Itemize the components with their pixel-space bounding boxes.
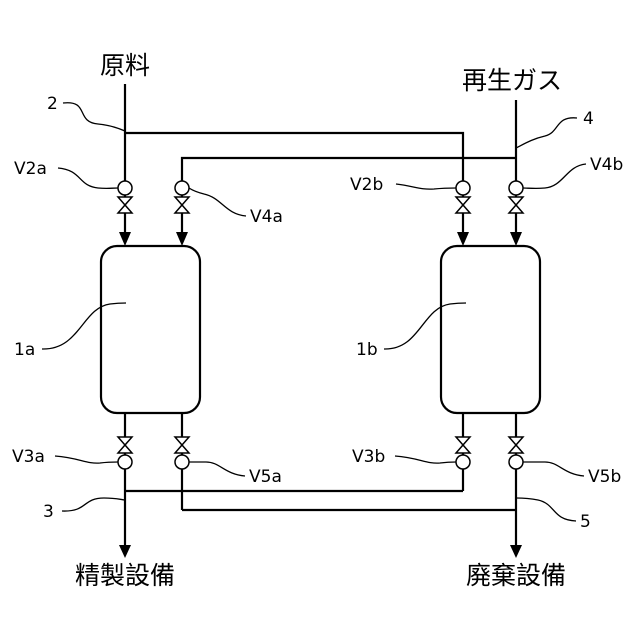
valve-v5b-icon	[509, 437, 523, 469]
leader-v2b	[396, 184, 456, 189]
valve-v4b-label: V4b	[590, 155, 623, 175]
arrow-to-disposal	[510, 545, 522, 558]
arrow-into-1b-feed	[457, 232, 469, 246]
leader-v3a	[55, 456, 118, 463]
disposal-label: 廃棄設備	[466, 561, 566, 590]
valve-v4a-icon	[175, 181, 189, 213]
leader-3	[62, 498, 125, 511]
vessel-1b	[441, 246, 540, 413]
valve-v2a-label: V2a	[14, 159, 47, 179]
feed-branch-pipe	[125, 133, 463, 232]
leader-v2a	[58, 168, 118, 188]
valve-v2a-icon	[118, 181, 132, 213]
arrow-into-1a-feed	[119, 232, 131, 246]
leader-v3b	[395, 456, 456, 463]
regen-gas-label: 再生ガス	[462, 66, 562, 95]
leader-5	[516, 498, 576, 521]
vessel-1a-label: 1a	[14, 340, 35, 360]
leader-v4b	[523, 164, 586, 188]
valve-v2b-icon	[456, 181, 470, 213]
leader-v5a	[189, 462, 245, 476]
line-4-label: 4	[583, 109, 594, 129]
line-2-label: 2	[47, 94, 58, 114]
line-3-label: 3	[43, 502, 54, 522]
vessel-1a	[101, 246, 200, 413]
arrow-to-purification	[119, 545, 131, 558]
valve-v5a-icon	[175, 437, 189, 469]
valve-v3a-label: V3a	[12, 447, 45, 467]
valve-v4a-label: V4a	[250, 207, 283, 227]
valve-v3b-label: V3b	[352, 447, 385, 467]
leader-v4a	[189, 188, 246, 216]
leader-4	[516, 118, 577, 148]
valve-v3a-icon	[118, 437, 132, 469]
leader-2	[63, 103, 125, 131]
purification-label: 精製設備	[75, 561, 175, 590]
arrow-into-1b-regen	[510, 232, 522, 246]
vessel-1b-label: 1b	[356, 340, 378, 360]
feed-label: 原料	[100, 51, 150, 80]
valve-v5b-label: V5b	[588, 467, 621, 487]
valve-v4b-icon	[509, 181, 523, 213]
arrow-into-1a-regen	[176, 232, 188, 246]
valve-v2b-label: V2b	[350, 175, 383, 195]
valve-v5a-label: V5a	[249, 467, 282, 487]
leader-v5b	[523, 462, 584, 476]
line-5-label: 5	[580, 512, 591, 532]
valve-v3b-icon	[456, 437, 470, 469]
